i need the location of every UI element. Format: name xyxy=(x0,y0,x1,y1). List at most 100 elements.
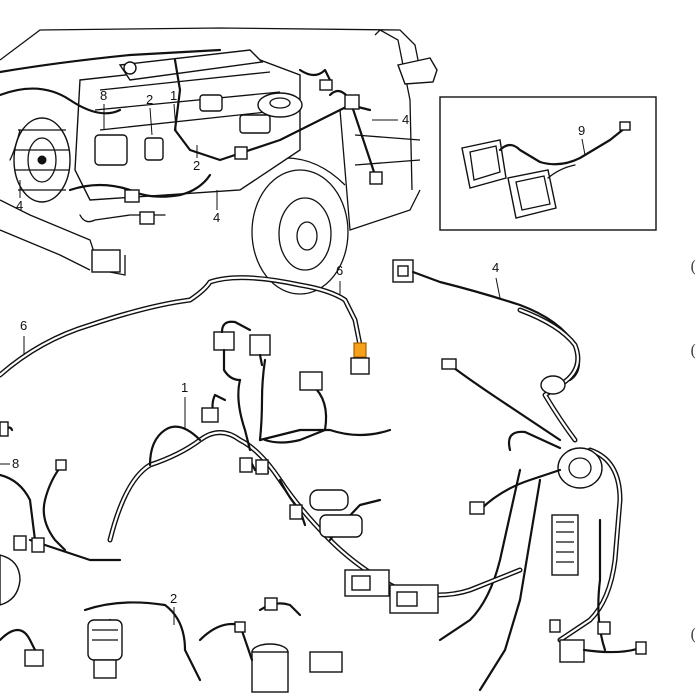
bulkhead-grommet xyxy=(557,447,603,489)
bay-wire-1 xyxy=(0,87,122,115)
branch-wire-c xyxy=(478,478,542,692)
bay-wire-5 xyxy=(298,68,332,82)
bay-harness xyxy=(173,58,372,162)
bay-connector-2 xyxy=(139,211,155,225)
h1-connector-g xyxy=(289,504,303,520)
bay-wire-3 xyxy=(68,173,212,198)
side-mirror xyxy=(397,57,438,85)
leader-2-bay-a xyxy=(149,107,153,136)
h1-connector-e xyxy=(239,457,253,473)
strut-top xyxy=(269,97,291,109)
callout-8: 8 xyxy=(12,456,19,471)
ignition-coil-body xyxy=(251,651,289,693)
bulkhead-grommet-inner xyxy=(568,457,592,479)
distributor xyxy=(144,137,164,161)
coil xyxy=(199,94,223,112)
ecu-connector-pins xyxy=(556,521,574,563)
hood-outline xyxy=(0,27,421,71)
fan-hub xyxy=(27,137,57,183)
bay-wire-7 xyxy=(79,214,166,223)
coil-plug-b xyxy=(234,621,246,633)
bay-connector-4 xyxy=(369,171,383,185)
callout-2-bay-b: 2 xyxy=(193,158,200,173)
branch-plug-e xyxy=(549,619,561,633)
left-wire-b xyxy=(42,463,67,552)
leader-1-bay xyxy=(173,103,177,131)
callout-6-left: 6 xyxy=(20,318,27,333)
margin-mark-3: ( xyxy=(690,625,696,644)
main-wiring-harness: 6 6 4 xyxy=(0,259,647,693)
relay-block-a-mark xyxy=(351,575,371,591)
fog-lamp xyxy=(91,249,121,273)
inset-wire-1 xyxy=(498,126,627,166)
margin-mark-2: ( xyxy=(690,341,696,360)
margin-mark-1: ( xyxy=(690,257,696,276)
branch-wire-b xyxy=(438,468,522,642)
relay-plug xyxy=(635,641,647,655)
ecu-connector xyxy=(551,514,579,576)
engine-ribs xyxy=(94,71,286,131)
lower-bumper xyxy=(0,229,91,271)
callout-4-lower: 4 xyxy=(492,260,499,275)
harness-4-bundle-inner xyxy=(518,308,579,442)
left-wire-a xyxy=(0,473,37,542)
h1-connector-a xyxy=(213,331,235,351)
strut-tower xyxy=(257,92,303,118)
alternator xyxy=(94,134,128,166)
harness-1-main-inner xyxy=(108,431,522,597)
leader-9 xyxy=(581,138,586,156)
branch-plug-a xyxy=(469,501,485,515)
h1-sensor-b xyxy=(319,514,363,538)
left-plug-d xyxy=(0,421,9,437)
inset-lamp-right-lens xyxy=(515,175,551,211)
sensor-wire xyxy=(448,363,562,442)
callout-1-bay: 1 xyxy=(170,88,177,103)
inset-wire-2 xyxy=(547,164,576,179)
h1-connector-top-loop xyxy=(220,320,252,334)
bay-wire-6 xyxy=(9,129,21,161)
bay-connector-6 xyxy=(319,79,333,91)
connector-4-top-inner xyxy=(397,265,409,277)
bottom-relay xyxy=(309,651,343,673)
bottom-left-wire xyxy=(0,628,42,662)
branch-plug-d xyxy=(597,621,611,635)
left-component xyxy=(0,554,21,606)
harness-1-up-b xyxy=(258,358,267,442)
distributor-body xyxy=(93,659,117,679)
left-plug-c xyxy=(55,459,67,471)
inset-plug xyxy=(619,121,631,131)
grommet xyxy=(540,375,566,395)
callout-4-bay-c: 4 xyxy=(402,112,409,127)
inset-lamp-left-lens xyxy=(469,145,501,181)
harness-2-wire xyxy=(83,601,202,682)
bay-connector-1 xyxy=(124,189,140,203)
body-line-2 xyxy=(354,159,421,166)
left-plug-b xyxy=(31,537,45,553)
car-engine-bay-illustration: 8 2 1 2 4 4 4 xyxy=(0,27,438,295)
oil-cap xyxy=(123,61,137,75)
branch-wire-d xyxy=(597,518,607,652)
bottom-left-plug xyxy=(24,649,44,667)
front-wheel xyxy=(251,169,349,295)
fan-center xyxy=(37,155,47,165)
h1-connector-b xyxy=(249,334,271,356)
branch-wire-a xyxy=(478,468,562,512)
callout-4-bay-a: 4 xyxy=(16,198,23,213)
callout-2: 2 xyxy=(170,591,177,606)
harness-1-up-c xyxy=(263,383,328,444)
callout-4-bay-b: 4 xyxy=(213,210,220,225)
callout-8-bay: 8 xyxy=(100,88,107,103)
body-line xyxy=(354,134,421,141)
h1-sensor-a xyxy=(309,489,349,511)
callout-6-right: 6 xyxy=(336,263,343,278)
h1-connector-leads xyxy=(222,348,264,382)
harness-1-branch-e xyxy=(258,428,392,442)
bay-connector-3 xyxy=(344,94,360,110)
valve-cover xyxy=(118,49,264,81)
bay-connector-5 xyxy=(234,146,248,160)
highlighted-connector[interactable] xyxy=(353,342,367,358)
fog-lamp-inset: 9 xyxy=(439,96,657,231)
leader-4-lower xyxy=(495,277,501,299)
